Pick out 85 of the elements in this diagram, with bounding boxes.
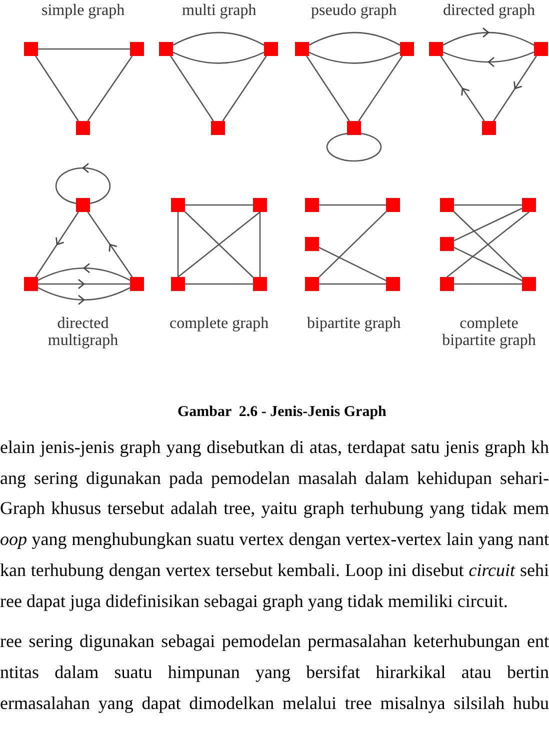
vertex-square: [171, 277, 185, 291]
vertex-square: [159, 42, 173, 56]
edge-line: [319, 204, 386, 206]
arrow: [38, 287, 130, 305]
arrow: [493, 56, 537, 122]
vertex-square: [171, 198, 185, 212]
edge-line: [319, 283, 386, 285]
vertex-square: [76, 198, 90, 212]
edge-line: [185, 283, 253, 285]
graph-type-label: multi graph: [182, 2, 256, 19]
vertex-square: [534, 42, 548, 56]
edge-line: [446, 212, 530, 278]
graph-type-label: complete graph: [170, 315, 269, 332]
body-text-line: ree sering digunakan sebagai pemodelan permasalahan keterhubungan ent: [0, 630, 549, 652]
edge-line: [454, 204, 522, 206]
vertex-square: [295, 42, 309, 56]
loop-arrow: [55, 162, 111, 204]
arrow: [442, 51, 534, 68]
edge-line: [184, 211, 254, 278]
vertex-square: [305, 277, 319, 291]
edge-line: [170, 56, 214, 122]
edge-line: [259, 212, 261, 277]
vertex-square: [386, 198, 400, 212]
arrow: [442, 27, 534, 46]
vertex-square: [400, 42, 414, 56]
vertex-square: [440, 277, 454, 291]
graph-type-label: directed graph: [443, 2, 535, 19]
vertex-square: [130, 42, 144, 56]
arrow: [38, 278, 130, 290]
vertex-square: [522, 198, 536, 212]
edge-line: [35, 56, 79, 122]
vertex-square: [24, 42, 38, 56]
graph-type-label: complete bipartite graph: [441, 315, 537, 349]
loop-line: [326, 132, 382, 162]
edge-line: [308, 32, 400, 46]
vertex-square: [130, 277, 144, 291]
body-text-line: Graph khusus tersebut adalah tree, yaitu graph terhubung yang tidak mem: [0, 497, 549, 519]
vertex-square: [253, 198, 267, 212]
edge-line: [178, 212, 260, 278]
edge-line: [177, 212, 179, 277]
edge-line: [318, 211, 386, 278]
vertex-square: [305, 198, 319, 212]
vertex-square: [429, 42, 443, 56]
vertex-square: [264, 42, 278, 56]
body-text-line: oop yang menghubungkan suatu vertex dengan vertex-vertex lain yang nant: [0, 528, 549, 550]
edge-line: [308, 52, 400, 64]
vertex-square: [253, 277, 267, 291]
body-text-line: ntitas dalam suatu himpunan yang bersifat hirarkikal atau bertin: [0, 661, 549, 683]
vertex-square: [440, 237, 454, 251]
vertex-square: [211, 121, 225, 135]
edge-line: [185, 204, 253, 206]
edge-line: [172, 32, 264, 46]
arrow: [440, 56, 485, 122]
edge-line: [358, 56, 403, 122]
vertex-square: [522, 277, 536, 291]
edge-line: [318, 246, 386, 282]
body-text-line: elain jenis-jenis graph yang disebutkan di atas, terdapat satu jenis graph kh: [0, 436, 549, 458]
edge-line: [454, 208, 522, 242]
edge-line: [306, 56, 350, 122]
edge-line: [454, 211, 522, 278]
graph-type-label: simple graph: [42, 2, 125, 19]
vertex-square: [440, 198, 454, 212]
vertex-square: [24, 277, 38, 291]
edge-line: [454, 246, 522, 282]
figure-caption: Gambar 2.6 - Jenis-Jenis Graph: [178, 403, 386, 421]
edge-line: [222, 56, 267, 122]
edge-line: [172, 52, 264, 64]
arrow: [38, 263, 130, 281]
body-text-line: ermasalahan yang dapat dimodelkan melalui tree misalnya silsilah hubu: [0, 692, 549, 714]
vertex-square: [386, 277, 400, 291]
vertex-square: [76, 121, 90, 135]
edge-line: [38, 48, 130, 50]
edge-line: [454, 283, 522, 285]
graph-type-label: directed multigraph: [46, 315, 120, 349]
vertex-square: [482, 121, 496, 135]
graph-type-label: pseudo graph: [311, 2, 397, 19]
body-text-line: ree dapat juga didefinisikan sebagai graph yang tidak memiliki circuit.: [0, 590, 508, 612]
body-text-line: kan terhubung dengan vertex tersebut kembali. Loop ini disebut circuit sehi: [0, 559, 549, 581]
vertex-square: [305, 237, 319, 251]
body-text-line: ang sering digunakan pada pemodelan masalah dalam kehidupan sehari-: [0, 467, 549, 489]
arrow: [87, 212, 133, 278]
arrow: [35, 212, 79, 278]
edge-line: [87, 56, 133, 122]
vertex-square: [347, 121, 361, 135]
graph-type-label: bipartite graph: [307, 315, 401, 332]
